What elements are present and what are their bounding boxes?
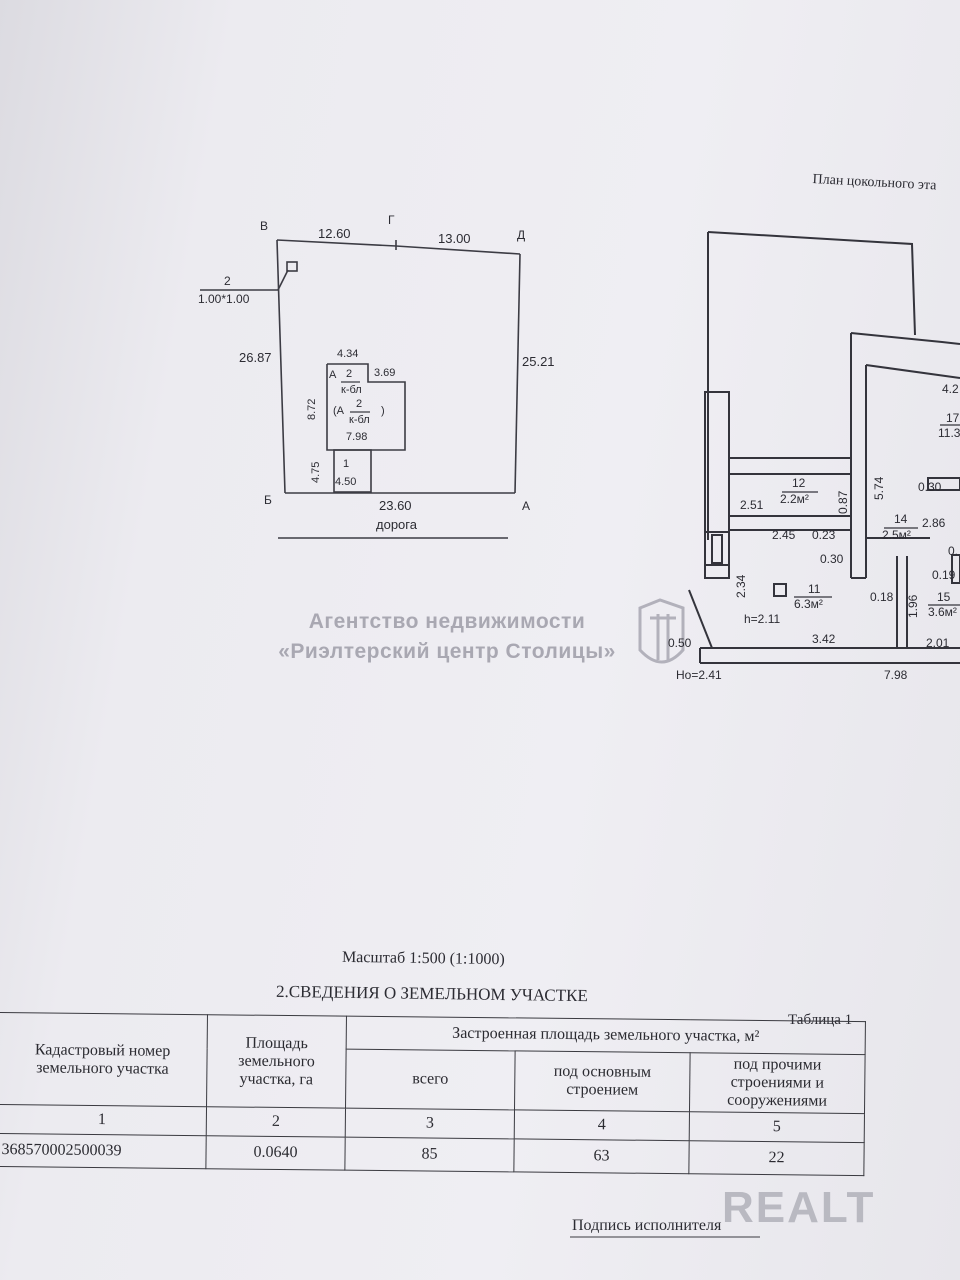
point-v: В [260,219,269,233]
dim-right: 25.21 [522,354,555,369]
outbuilding-size: 1.00*1.00 [198,292,250,306]
floor-dim-partial: 0. [948,544,959,558]
dim-bottom: 23.60 [379,498,412,513]
floor-dim-245: 2.45 [772,528,796,542]
header-built-area: Застроенная площадь земельного участка, … [346,1016,866,1055]
room-14-number: 14 [894,512,908,526]
floor-dim-574: 5.74 [872,476,886,500]
room-11-area: 6.3м² [794,597,823,611]
point-b: Б [264,493,272,507]
watermark-line-2: «Риэлтерский центр Столицы» [278,640,616,663]
road-label: дорога [376,517,417,532]
room-17-area: 11.3 [938,426,960,440]
outbuilding-number: 2 [224,274,231,288]
dim-top-left: 12.60 [318,226,351,241]
house-step: 3.69 [374,367,396,379]
point-d: Д [517,228,526,242]
house-floors-2: 2 [356,398,363,410]
house-material-2: к-бл [349,414,370,426]
house-bracket: ) [381,405,385,417]
room-11-number: 11 [808,582,821,596]
dim-left: 26.87 [239,350,272,365]
table-label: Таблица 1 [788,1012,853,1028]
house-material: к-бл [341,384,362,396]
point-a: А [522,499,531,513]
col-num-4: 4 [514,1109,690,1141]
house-height: 8.72 [306,398,318,420]
porch-width: 4.50 [335,476,357,488]
header-cadastral: Кадастровый номер земельного участка [0,1012,208,1107]
floor-base-height: Ho=2.41 [676,668,722,682]
floor-dim-050: 0.50 [668,636,692,650]
watermark-line-1: Агентство недвижимости [308,610,586,633]
floor-dim-342: 3.42 [812,632,836,646]
floor-dim-234: 2.34 [734,574,748,598]
room-12-area: 2.2м² [780,492,809,506]
porch-height: 4.75 [310,461,322,483]
room-15-area: 3.6м² [928,605,957,619]
header-area: Площадь земельного участка, га [206,1014,347,1109]
cell-total: 85 [344,1137,515,1172]
watermark: Агентство недвижимости «Риэлтерский цент… [262,607,632,667]
cell-other: 22 [688,1140,865,1176]
room-15-number: 15 [937,590,951,604]
dim-top-right: 13.00 [438,231,471,246]
room-12-number: 12 [792,476,806,490]
floor-height: h=2.11 [744,612,781,626]
room-17-number: 17 [946,411,960,425]
cell-main: 63 [513,1138,690,1174]
house-floors: 2 [346,368,353,380]
col-num-5: 5 [689,1111,865,1143]
floor-dim-286: 2.86 [922,516,946,530]
floor-dim-201: 2.01 [926,636,950,650]
point-g: Г [388,213,395,227]
floor-dim-030-a: 0.30 [820,552,844,566]
floor-dim-42: 4.2 [942,382,959,396]
floor-dim-018: 0.18 [870,590,894,604]
realt-logo: REALT [722,1183,876,1232]
floor-dim-023: 0.23 [812,528,836,542]
floor-dim-798: 7.98 [884,668,908,682]
cell-cadastral: 368570002500039 [0,1133,207,1169]
land-table: Кадастровый номер земельного участка Пло… [0,1012,866,1176]
floor-dim-196: 1.96 [906,594,920,618]
cell-area: 0.0640 [205,1135,346,1171]
room-14-area: 2.5м² [882,528,911,542]
house-width-top: 4.34 [337,348,359,360]
porch-number: 1 [343,458,350,470]
floor-dim-251: 2.51 [740,498,764,512]
header-total: всего [345,1049,516,1110]
house-width-bottom: 7.98 [346,431,368,443]
header-other: под прочими строениями и сооружениями [689,1052,866,1114]
scale-label: Масштаб 1:500 (1:1000) [341,948,505,969]
col-num-3: 3 [345,1108,515,1139]
header-main: под основным строением [514,1050,691,1112]
floor-dim-019: 0.19 [932,568,956,582]
floor-dim-030-b: 0.30 [918,480,942,494]
col-num-1: 1 [0,1104,207,1136]
col-num-2: 2 [206,1106,346,1138]
signature-label: Подпись исполнителя [572,1217,722,1234]
floor-dim-087: 0.87 [836,490,850,514]
house-letter-a2: (А [333,405,344,417]
house-letter-a: А [329,369,337,381]
